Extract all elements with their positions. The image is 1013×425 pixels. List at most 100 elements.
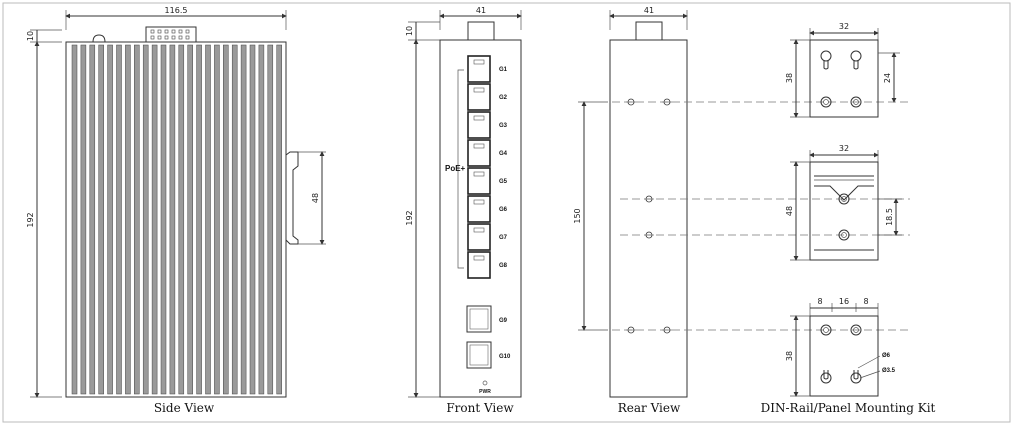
heat-fin — [142, 44, 149, 395]
keyhole-icon — [820, 50, 862, 70]
heat-fin — [98, 44, 104, 395]
rj45-port: G2 — [467, 83, 508, 111]
heat-fin — [205, 44, 211, 395]
kit-hole-small-dim: Ø3.5 — [882, 368, 896, 374]
led-indicator — [171, 35, 176, 40]
port-label: G10 — [499, 354, 511, 360]
heat-fin — [214, 44, 220, 395]
side-width-dim: 116.5 — [165, 6, 188, 15]
heat-fin — [240, 44, 247, 395]
screw-hole-icon — [820, 96, 862, 108]
led-indicator — [164, 35, 169, 40]
heat-fin — [116, 44, 122, 395]
led-indicator — [164, 29, 169, 34]
rj45-port: G3 — [467, 111, 508, 139]
kit-bot-dim-left: 8 — [817, 297, 822, 306]
kit-din-clip: 32 48 18.5 — [785, 144, 902, 261]
rj45-port: G8 — [467, 251, 508, 279]
port-label: G7 — [499, 235, 508, 241]
heat-fin — [125, 44, 131, 395]
led-indicator — [157, 35, 162, 40]
pwr-label: PWR — [479, 389, 491, 395]
port-label: G8 — [499, 263, 508, 269]
port-label: G5 — [499, 179, 508, 185]
rear-body — [609, 39, 688, 398]
heat-fin — [196, 44, 202, 395]
poe-label: PoE+ — [445, 164, 466, 173]
mounting-kit: 32 38 24 32 — [761, 22, 936, 415]
heat-fin — [89, 44, 96, 395]
port-label: G4 — [499, 151, 508, 157]
front-body — [439, 39, 522, 398]
heat-fin — [223, 44, 229, 395]
kit-hole-large-dim: Ø6 — [882, 353, 891, 359]
heat-fin — [134, 44, 140, 395]
rear-width-dim: 41 — [644, 6, 654, 15]
side-heat-fins — [71, 44, 282, 395]
kit-panel-plate-top: 32 38 24 — [785, 22, 900, 118]
pwr-led-icon — [482, 380, 488, 386]
rj45-port: G4 — [467, 139, 508, 167]
screw-hole-icon — [838, 193, 850, 241]
led-indicator — [185, 35, 190, 40]
kit-top-hole-dim: 24 — [883, 73, 892, 83]
rear-mount-holes — [626, 98, 672, 334]
port-label: G6 — [499, 207, 508, 213]
kit-mid-height-dim: 48 — [785, 206, 794, 216]
heat-fin — [169, 44, 176, 395]
side-top-dim: 10 — [26, 31, 35, 41]
heat-fin — [187, 44, 193, 395]
led-indicator — [157, 29, 162, 34]
kit-mid-hole-dim: 18.5 — [885, 208, 894, 226]
rear-top-connector — [635, 21, 663, 41]
led-indicator — [150, 35, 155, 40]
kit-top-height-dim: 38 — [785, 73, 794, 83]
front-view-label: Front View — [446, 401, 514, 415]
port-label: G3 — [499, 123, 508, 129]
heat-fin — [71, 44, 78, 395]
heat-fin — [160, 44, 167, 395]
led-indicator — [185, 29, 190, 34]
rj45-port: G7 — [467, 223, 508, 251]
screw-hole-icon — [820, 324, 862, 336]
sfp-port: G9 — [466, 305, 508, 333]
side-led-grid — [150, 29, 190, 40]
rear-view: 41 150 Rear View — [573, 6, 910, 415]
led-indicator — [178, 29, 183, 34]
heat-fin — [107, 44, 113, 395]
kit-mid-width-dim: 32 — [839, 144, 849, 153]
rj45-port: G5 — [467, 167, 508, 195]
kit-bot-height-dim: 38 — [785, 351, 794, 361]
rj45-port: G1 — [467, 55, 508, 83]
kit-panel-plate-bottom: 8 16 8 38 Ø6 Ø3.5 — [785, 297, 896, 397]
front-height-dim: 192 — [405, 210, 414, 225]
heat-fin — [178, 44, 185, 395]
led-indicator — [171, 29, 176, 34]
heat-fin — [249, 44, 256, 395]
rear-hole-spacing-dim: 150 — [573, 208, 582, 223]
heat-fin — [231, 44, 238, 395]
side-view-label: Side View — [154, 401, 215, 415]
kit-label: DIN-Rail/Panel Mounting Kit — [761, 401, 936, 415]
heat-fin — [267, 44, 274, 395]
kit-top-width-dim: 32 — [839, 22, 849, 31]
port-label: G9 — [499, 318, 508, 324]
heat-fin — [80, 44, 87, 395]
rear-view-label: Rear View — [618, 401, 681, 415]
rail-height-dim: 48 — [311, 193, 320, 203]
front-top-dim: 10 — [405, 26, 414, 36]
rj45-port: G6 — [467, 195, 508, 223]
sfp-port: G10 — [466, 341, 511, 369]
heat-fin — [258, 44, 265, 395]
led-indicator — [150, 29, 155, 34]
heat-fin — [151, 44, 158, 395]
front-top-connector — [467, 21, 495, 41]
side-height-dim: 192 — [26, 212, 35, 227]
led-indicator — [178, 35, 183, 40]
